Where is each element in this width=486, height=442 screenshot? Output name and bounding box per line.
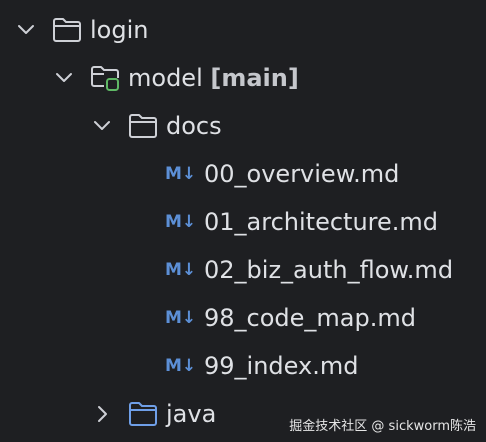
tree-row-label: java (166, 400, 217, 428)
markdown-file-icon: M↓ (165, 164, 197, 184)
markdown-file-icon: M↓ (165, 356, 197, 376)
tree-row-label: login (90, 16, 149, 44)
tree-row-label: 02_biz_auth_flow.md (204, 256, 454, 284)
chevron-down-icon[interactable] (90, 114, 114, 138)
tree-row-docs[interactable]: docs (0, 102, 486, 150)
tree-row-login[interactable]: login (0, 6, 486, 54)
folder-icon (53, 18, 81, 42)
tree-row-file[interactable]: M↓ 01_architecture.md (0, 198, 486, 246)
tree-row-label: 99_index.md (204, 352, 359, 380)
module-name: model (128, 64, 203, 92)
chevron-down-icon[interactable] (52, 66, 76, 90)
tree-row-label: model [main] (128, 60, 299, 96)
watermark: 掘金技术社区 @ sickworm陈浩 (289, 419, 476, 434)
markdown-file-icon: M↓ (165, 260, 197, 280)
branch-badge: [main] (210, 64, 299, 92)
tree-row-java[interactable]: java (0, 390, 486, 438)
tree-row-file[interactable]: M↓ 02_biz_auth_flow.md (0, 246, 486, 294)
markdown-file-icon: M↓ (165, 212, 197, 232)
chevron-right-icon[interactable] (90, 402, 114, 426)
tree-row-model[interactable]: model [main] (0, 54, 486, 102)
tree-row-file[interactable]: M↓ 99_index.md (0, 342, 486, 390)
tree-row-file[interactable]: M↓ 98_code_map.md (0, 294, 486, 342)
tree-row-label: docs (166, 112, 222, 140)
chevron-down-icon[interactable] (14, 18, 38, 42)
markdown-file-icon: M↓ (165, 308, 197, 328)
tree-row-label: 00_overview.md (204, 160, 400, 188)
tree-row-file[interactable]: M↓ 00_overview.md (0, 150, 486, 198)
module-folder-icon (91, 66, 119, 91)
tree-row-label: 98_code_map.md (204, 304, 416, 332)
source-folder-icon (129, 402, 157, 426)
folder-icon (129, 114, 157, 138)
tree-row-label: 01_architecture.md (204, 208, 438, 236)
